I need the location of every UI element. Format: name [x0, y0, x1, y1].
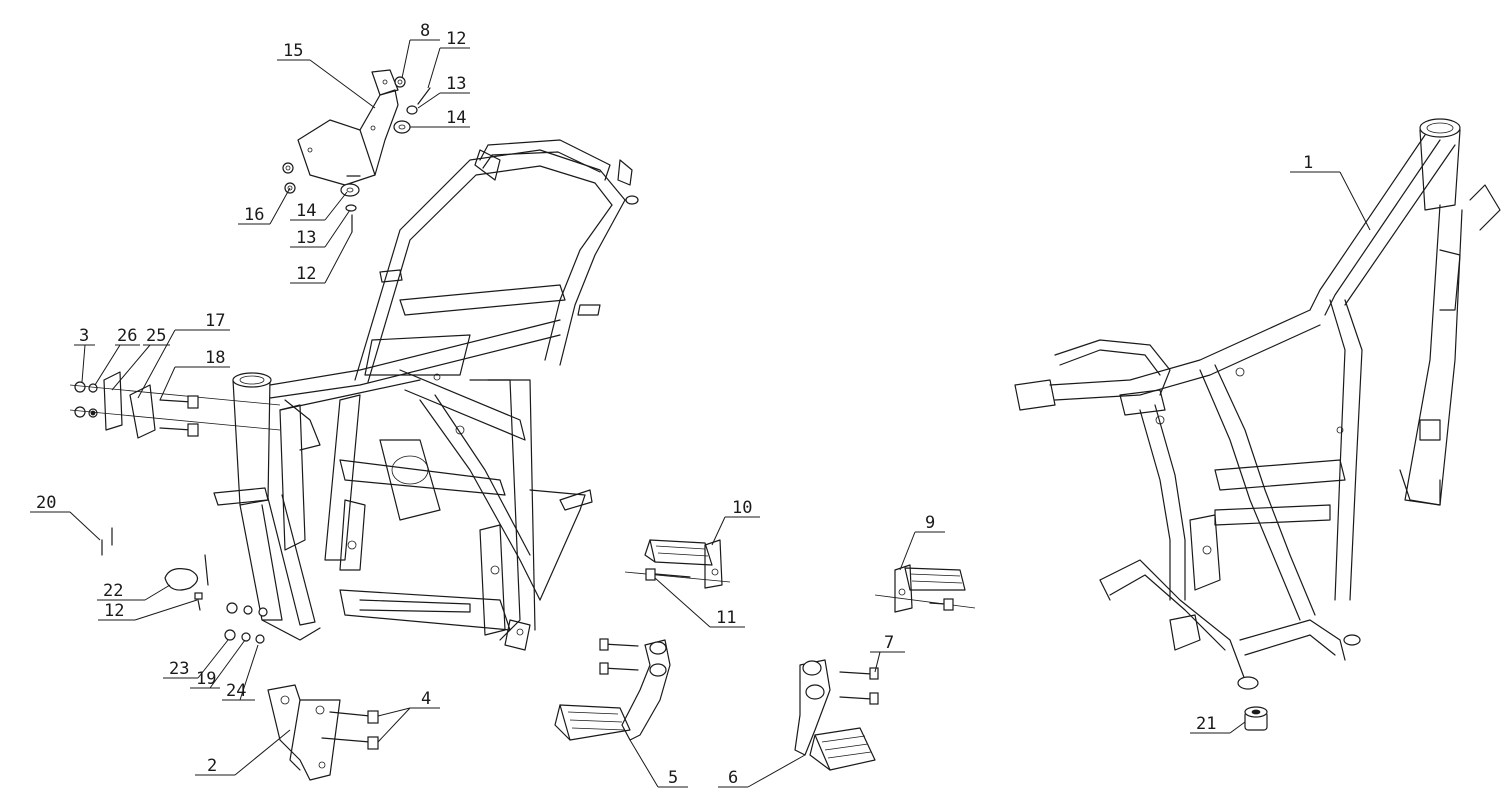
part-label-2: 2	[207, 756, 217, 776]
part-labels: 1 2 3 4 5 6 7 8 9 10 11 12 12 12 13 13 1…	[36, 21, 1313, 788]
part-label-19: 19	[196, 669, 216, 689]
hex-nut	[282, 162, 294, 174]
part-label-11: 11	[716, 608, 736, 628]
skid-plate	[267, 684, 379, 781]
part-label-13-mid: 13	[296, 228, 316, 248]
part-label-17: 17	[205, 311, 225, 331]
footpeg-bracket-6	[794, 659, 879, 771]
washer	[345, 204, 357, 212]
part-label-16: 16	[244, 205, 264, 225]
part-label-4: 4	[421, 689, 431, 709]
rubber-grommet	[393, 120, 411, 134]
hex-nut	[394, 76, 406, 88]
part-label-7: 7	[884, 633, 894, 653]
footpeg-10	[624, 539, 731, 589]
leader-lines	[30, 39, 1371, 788]
part-label-13-top: 13	[446, 74, 466, 94]
part-label-14-top: 14	[446, 108, 466, 128]
part-label-21: 21	[1196, 714, 1216, 734]
part-label-26: 26	[117, 326, 137, 346]
rubber-grommet	[340, 183, 360, 197]
part-label-12-left: 12	[104, 601, 124, 621]
top-bracket-assembly	[282, 69, 431, 233]
part-label-5: 5	[668, 768, 678, 788]
frame-right-view	[1014, 118, 1501, 690]
part-label-1: 1	[1303, 153, 1313, 173]
part-label-15: 15	[283, 41, 303, 61]
washer	[406, 105, 418, 115]
small-fasteners	[101, 527, 268, 644]
part-label-12-mid: 12	[296, 264, 316, 284]
part-label-22: 22	[103, 581, 123, 601]
part-label-25: 25	[146, 326, 166, 346]
part-label-10: 10	[732, 498, 752, 518]
part-label-24: 24	[226, 681, 246, 701]
part-label-9: 9	[925, 513, 935, 533]
part-label-8: 8	[420, 21, 430, 41]
footpeg-9	[874, 564, 976, 613]
part-label-12-top: 12	[446, 29, 466, 49]
part-label-6: 6	[728, 768, 738, 788]
footpeg-bracket-5	[554, 638, 671, 741]
part-label-20: 20	[36, 493, 56, 513]
frame-left-view	[213, 139, 639, 651]
part-label-18: 18	[205, 348, 225, 368]
part-label-3: 3	[79, 326, 89, 346]
part-label-23: 23	[169, 659, 189, 679]
rubber-bumper	[1244, 706, 1268, 731]
part-label-14-mid: 14	[296, 201, 316, 221]
